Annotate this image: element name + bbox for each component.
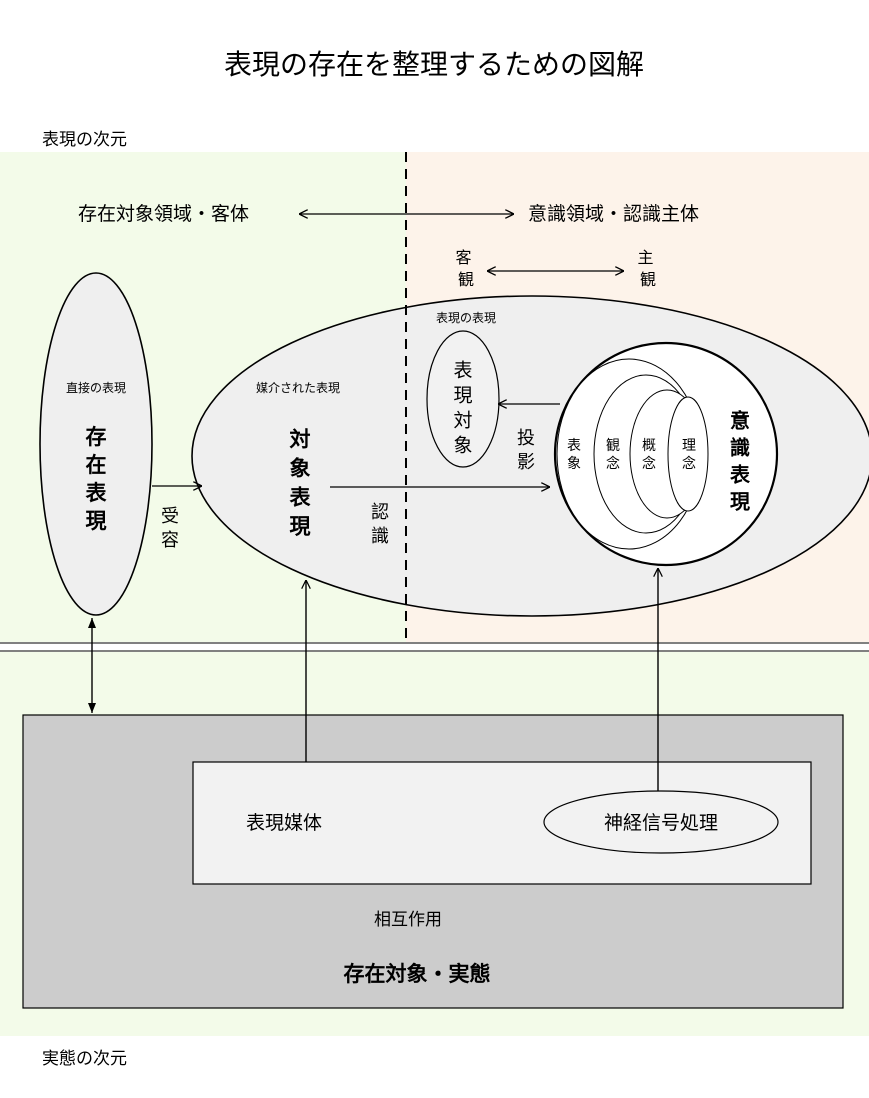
- representation-label: 表象: [567, 438, 581, 472]
- page-title: 表現の存在を整理するための図解: [224, 48, 644, 81]
- interaction-label: 相互作用: [374, 910, 442, 930]
- consciousness-domain-label: 意識領域・認識主体: [528, 203, 699, 225]
- idea-ellipse: [667, 396, 709, 512]
- object-expression-label: 対象表現: [290, 428, 312, 539]
- concept-label: 観念: [606, 437, 620, 472]
- object-domain-label: 存在対象領域・客体: [78, 203, 249, 225]
- expression-object-ellipse: [426, 330, 500, 468]
- direct-expression-label: 直接の表現: [66, 380, 126, 395]
- objective-label: 客 観: [455, 248, 476, 289]
- projection-label: 投影: [517, 428, 535, 473]
- reality-object-label: 存在対象・実態: [344, 962, 491, 986]
- cognition-label: 認識: [371, 502, 389, 547]
- existence-expression-label: 存在表現: [86, 425, 108, 533]
- mediated-expression-label: 媒介された表現: [256, 381, 340, 395]
- expression-medium-label: 表現媒体: [246, 812, 322, 834]
- notion-label: 概念: [642, 438, 656, 472]
- expression-of-expression-label: 表現の表現: [436, 311, 496, 325]
- consciousness-expression-label: 意識表現: [730, 409, 751, 514]
- subjective-label: 主 観: [637, 248, 658, 289]
- expression-dimension-label: 表現の次元: [42, 130, 127, 150]
- neural-signal-label: 神経信号処理: [604, 812, 718, 834]
- neural-signal-ellipse: [543, 790, 779, 854]
- reception-label: 受容: [161, 506, 179, 551]
- expression-object-label: 表現対象: [453, 360, 472, 457]
- reality-dimension-label: 実態の次元: [42, 1049, 127, 1069]
- idea-label: 理念: [682, 438, 696, 472]
- existence-expression-ellipse: [39, 272, 153, 616]
